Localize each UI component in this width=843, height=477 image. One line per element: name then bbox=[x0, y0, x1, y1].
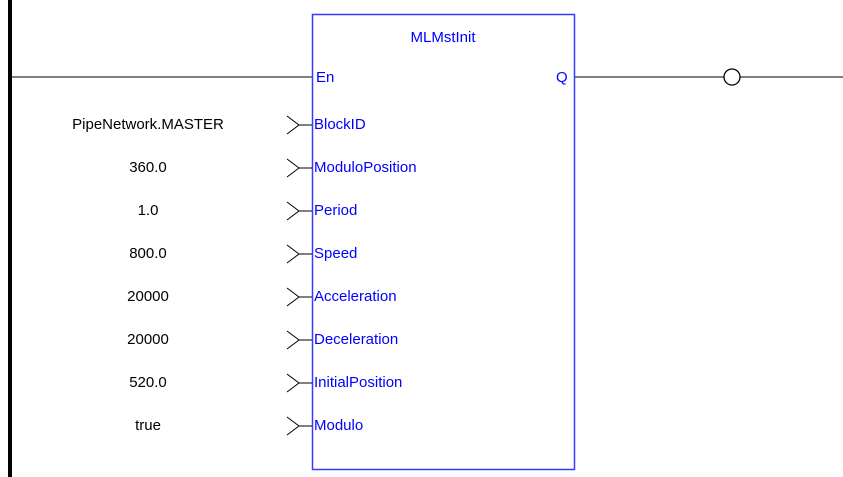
pin-deceleration[interactable]: Deceleration bbox=[314, 331, 399, 348]
input-connector-icon bbox=[286, 416, 312, 436]
input-connector-icon bbox=[286, 201, 312, 221]
pin-period[interactable]: Period bbox=[314, 202, 358, 219]
pin-en[interactable]: En bbox=[316, 69, 335, 86]
input-connector-icon bbox=[286, 244, 312, 264]
pin-moduloposition[interactable]: ModuloPosition bbox=[314, 159, 417, 176]
pin-blockid[interactable]: BlockID bbox=[314, 116, 366, 133]
input-connector-icon bbox=[286, 330, 312, 350]
pin-initialposition[interactable]: InitialPosition bbox=[314, 374, 403, 391]
input-connector-icon bbox=[286, 158, 312, 178]
pin-acceleration[interactable]: Acceleration bbox=[314, 288, 397, 305]
input-value-initialposition[interactable]: 520.0 bbox=[129, 374, 167, 391]
input-value-period[interactable]: 1.0 bbox=[137, 202, 159, 219]
input-value-moduloposition[interactable]: 360.0 bbox=[129, 159, 167, 176]
input-value-deceleration[interactable]: 20000 bbox=[127, 331, 169, 348]
input-connector-icon bbox=[286, 287, 312, 307]
pin-speed[interactable]: Speed bbox=[314, 245, 358, 262]
coil-icon[interactable] bbox=[723, 68, 741, 86]
input-value-blockid[interactable]: PipeNetwork.MASTER bbox=[72, 116, 224, 133]
function-block[interactable] bbox=[311, 13, 576, 471]
input-value-acceleration[interactable]: 20000 bbox=[127, 288, 169, 305]
input-value-speed[interactable]: 800.0 bbox=[129, 245, 167, 262]
input-connector-icon bbox=[286, 115, 312, 135]
left-power-rail bbox=[8, 0, 12, 477]
input-connector-icon bbox=[286, 373, 312, 393]
block-title: MLMstInit bbox=[410, 29, 476, 46]
pin-q[interactable]: Q bbox=[556, 69, 568, 86]
pin-modulo[interactable]: Modulo bbox=[314, 417, 364, 434]
input-value-modulo[interactable]: true bbox=[135, 417, 161, 434]
